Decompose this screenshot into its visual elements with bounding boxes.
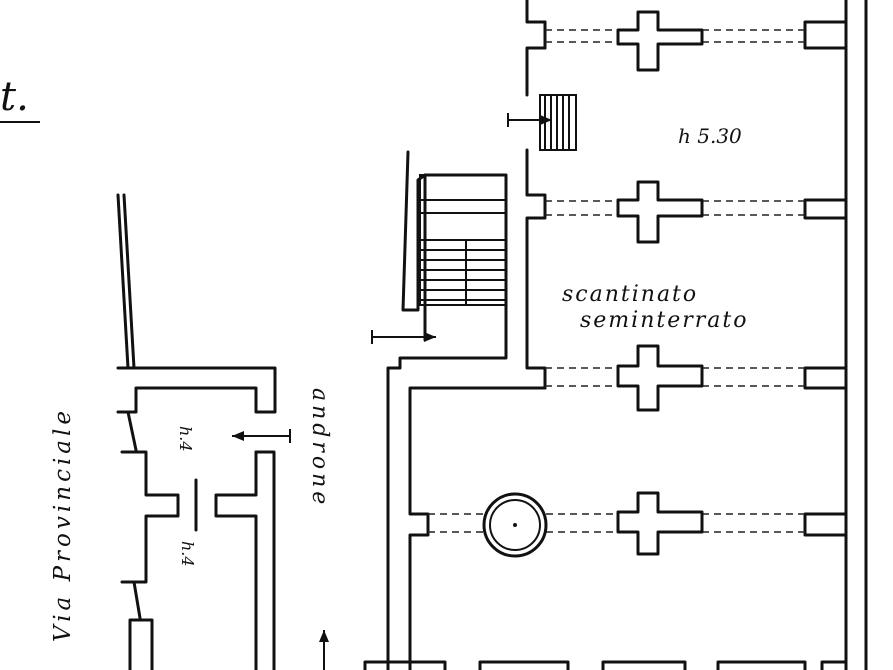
main-staircase <box>419 174 507 306</box>
passage-label: androne <box>307 388 332 508</box>
column-cross-icon <box>616 10 704 556</box>
height-label-left-a: h.4 <box>176 426 195 452</box>
basement-label-line1: scantinato <box>562 282 698 307</box>
entry-arrow-icon <box>232 113 552 670</box>
left-block-walls <box>116 193 277 670</box>
height-label-left-b: h.4 <box>178 541 197 567</box>
right-building-walls <box>363 0 868 670</box>
beam-lines <box>428 29 805 533</box>
round-column-icon <box>482 492 548 558</box>
title-fragment: t. <box>0 74 29 120</box>
height-label-top: h 5.30 <box>678 124 742 148</box>
street-label: Via Provinciale <box>50 407 76 642</box>
basement-label-line2: seminterrato <box>580 308 748 333</box>
